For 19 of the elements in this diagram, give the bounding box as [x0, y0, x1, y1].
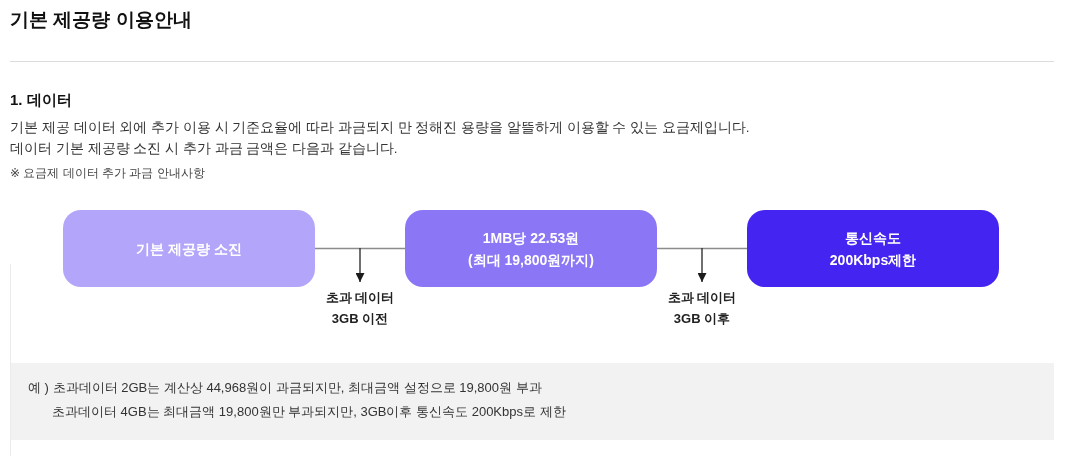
process-box	[63, 210, 315, 287]
process-box	[405, 210, 657, 287]
caption-text: 초과 데이터 3GB 이전	[312, 282, 408, 329]
body-text: 기본 제공 데이터 외에 추가 이용 시 기준요율에 따라 과금되지 만 정해진 용량을 알뜰하게 이용할 수 있는 요금제입니다.	[10, 119, 750, 137]
connector-line	[314, 247, 406, 250]
connector-line	[656, 247, 748, 250]
example-text: 초과데이터 4GB는 최대금액 19,800원만 부과되지만, 3GB이후 통신속도 200Kbps로 제한	[52, 403, 566, 421]
box-text: 기본 제공량 소진	[136, 239, 242, 259]
note-text: ※ 요금제 데이터 추가 과금 안내사항	[10, 165, 205, 182]
example-text: 예 ) 초과데이터 2GB는 계산상 44,968원이 과금되지만, 최대금액 설정으로 19,800원 부과	[28, 379, 542, 397]
box-text: 1MB당 22.53원 (최대 19,800원까지)	[466, 228, 595, 270]
arrow	[697, 247, 707, 283]
page-title: 기본 제공량 이용안내	[10, 8, 192, 32]
box-text: 통신속도 200Kbps제한	[828, 228, 918, 270]
section-heading: 1. 데이터	[10, 90, 72, 110]
process-box	[747, 210, 999, 287]
arrow	[355, 247, 365, 283]
body-text: 데이터 기본 제공량 소진 시 추가 과금 금액은 다음과 같습니다.	[10, 140, 398, 158]
caption-text: 초과 데이터 3GB 이후	[654, 282, 750, 329]
